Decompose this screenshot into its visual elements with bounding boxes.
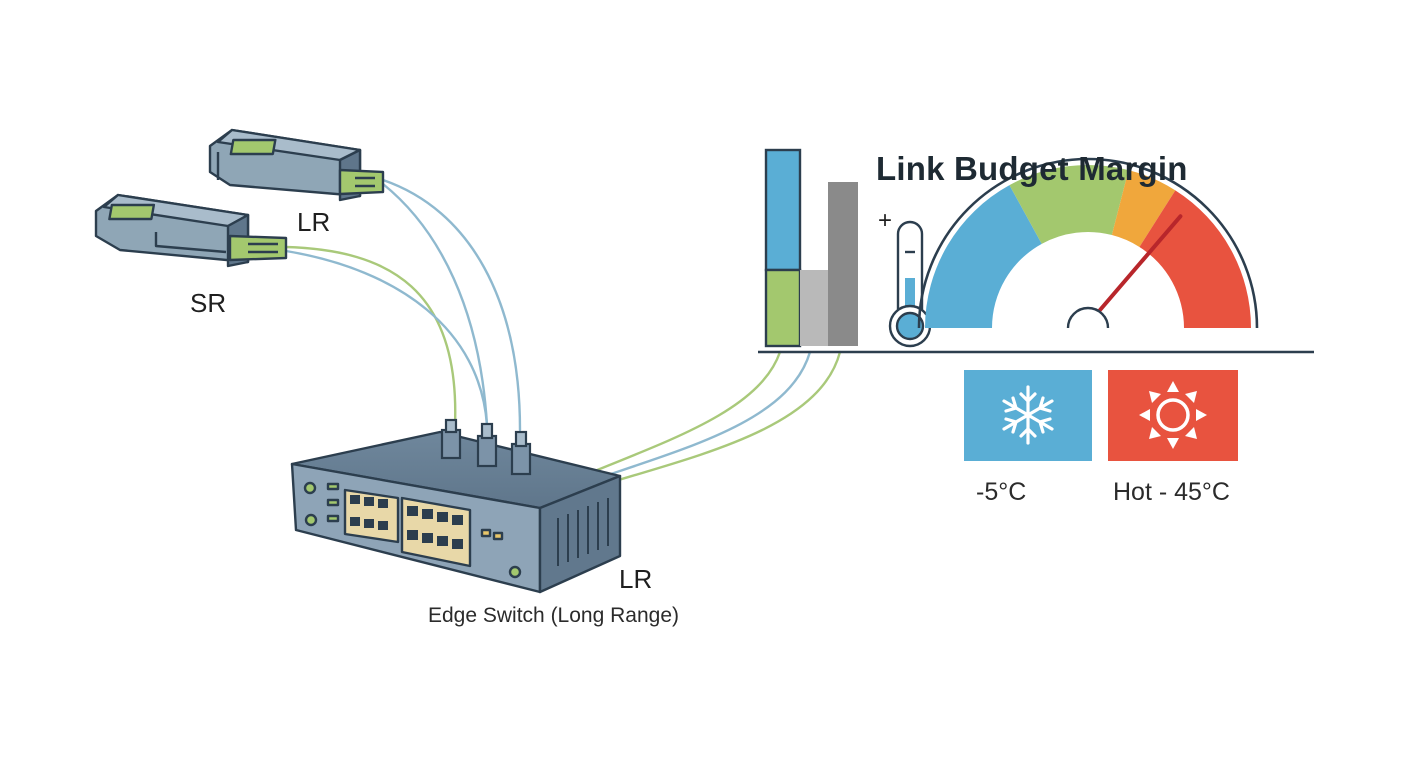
sr-transceiver-module bbox=[94, 193, 288, 268]
bar-green bbox=[764, 268, 802, 348]
link-budget-bars bbox=[764, 148, 858, 348]
switch-caption: Edge Switch (Long Range) bbox=[428, 604, 679, 627]
lr-module-label: LR bbox=[297, 207, 331, 237]
fiber-lr-1 bbox=[381, 178, 522, 432]
cold-tile bbox=[964, 370, 1092, 461]
gauge-segment-green bbox=[1009, 165, 1129, 244]
switch-lr-label: LR bbox=[619, 564, 653, 594]
gauge-needle bbox=[1086, 214, 1183, 326]
hot-tile bbox=[1108, 370, 1238, 461]
fiber-switch-bar-2 bbox=[588, 350, 812, 483]
sun-icon bbox=[1139, 381, 1207, 449]
budget-title: Link Budget Margin bbox=[876, 150, 1188, 187]
gauge-hub bbox=[1066, 306, 1110, 329]
sr-module-label: SR bbox=[190, 288, 227, 318]
switch-fiber-connectors bbox=[440, 418, 532, 476]
snowflake-icon bbox=[1002, 385, 1054, 445]
gauge-segment-blue bbox=[925, 185, 1042, 328]
fiber-lr-2 bbox=[381, 182, 489, 427]
cold-label: -5°C bbox=[976, 478, 1027, 506]
gauge-segment-red bbox=[1139, 190, 1251, 328]
bar-gray-light bbox=[800, 270, 828, 346]
fiber-switch-bar-1 bbox=[583, 350, 782, 477]
gauge-outline bbox=[917, 157, 1259, 329]
fiber-switch-bar-3 bbox=[593, 350, 842, 489]
hot-label: Hot - 45°C bbox=[1113, 478, 1230, 506]
gauge-segment-orange bbox=[1111, 170, 1176, 247]
edge-switch bbox=[290, 430, 622, 594]
margin-gauge bbox=[917, 157, 1259, 329]
plus-sign: + bbox=[878, 207, 893, 234]
lr-transceiver-module bbox=[208, 128, 385, 202]
fiber-sr-2 bbox=[284, 249, 489, 427]
bar-blue bbox=[764, 148, 802, 272]
bar-gray-dark bbox=[828, 182, 858, 346]
switch-ports bbox=[350, 495, 463, 549]
fiber-cables bbox=[284, 178, 842, 489]
fiber-sr-1 bbox=[284, 245, 457, 427]
